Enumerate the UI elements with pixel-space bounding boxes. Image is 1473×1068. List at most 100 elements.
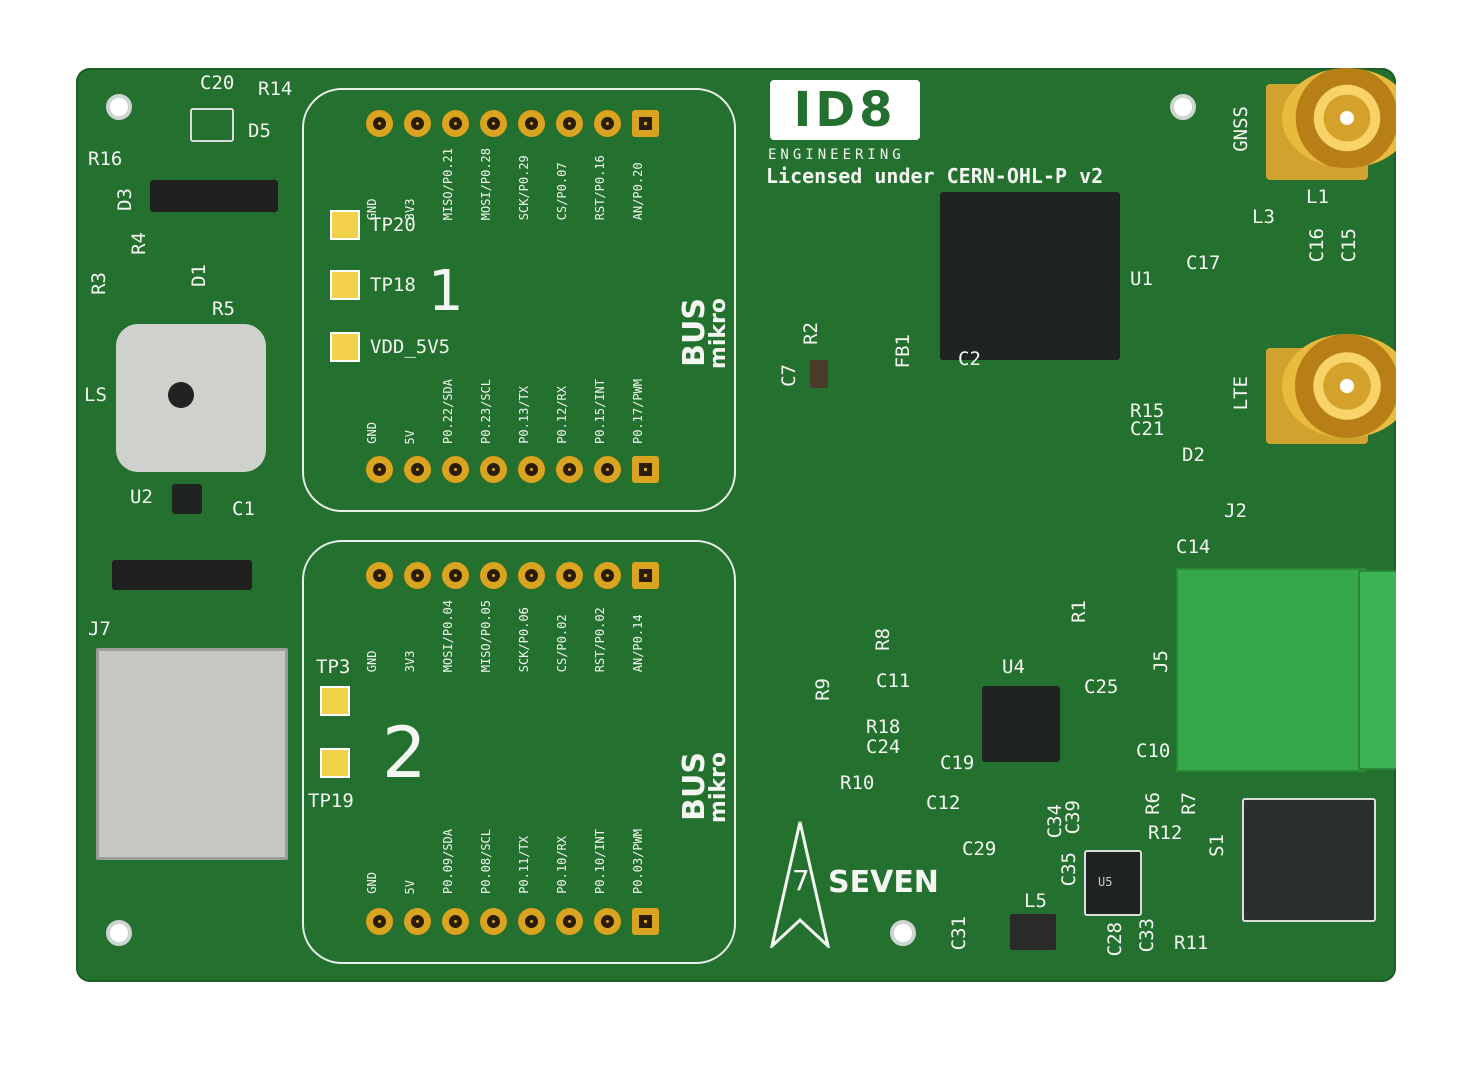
sim-card-holder (96, 648, 288, 860)
pin-label: GND (365, 198, 379, 221)
pcb-board: ID8 ENGINEERING Licensed under CERN-OHL-… (76, 68, 1396, 982)
slot1-number: 1 (428, 259, 464, 324)
pin-label: MOSI/P0.28 (479, 148, 493, 221)
c28-label: C28 (1104, 922, 1126, 957)
c35-label: C35 (1058, 852, 1080, 887)
pin (594, 110, 621, 137)
pin-label: AN/P0.14 (631, 614, 645, 673)
u5-label: U5 (1098, 875, 1113, 889)
pin-label: 3V3 (403, 198, 417, 221)
pin-label: AN/P0.20 (631, 162, 645, 221)
pin-label: 5V (403, 429, 417, 444)
pin (518, 110, 545, 137)
pin-label: RST/P0.02 (593, 607, 607, 673)
pin-label: P0.11/TX (517, 836, 531, 894)
j5-label: J5 (1150, 650, 1172, 673)
pin (594, 562, 621, 589)
gnss-sma-connector (1282, 68, 1396, 168)
pin (556, 456, 583, 483)
pin (594, 456, 621, 483)
c7-capacitor (810, 360, 828, 388)
license-text: Licensed under CERN-OHL-P v2 (766, 164, 1104, 188)
r18-label: R18 (866, 716, 901, 738)
testpad-vdd-5v5 (330, 332, 360, 362)
slot2-number: 2 (382, 712, 427, 794)
mikrobus-logo-bus: BUS (677, 298, 712, 367)
pin-label: CS/P0.07 (555, 162, 569, 221)
mikrobus-slot-1-outline (302, 88, 736, 512)
c19-label: C19 (940, 752, 975, 774)
d3-header (150, 180, 278, 212)
pin-label: P0.17/PWM (631, 378, 645, 444)
id8-logo: ID8 (770, 80, 920, 140)
buzzer-hole (168, 382, 194, 408)
l1-label: L1 (1306, 186, 1329, 208)
pin (518, 562, 545, 589)
pin-label: P0.10/INT (593, 828, 607, 894)
c1-label: C1 (232, 498, 255, 520)
pin (594, 908, 621, 935)
pin-label: P0.15/INT (593, 378, 607, 444)
tp19-label: TP19 (308, 790, 354, 812)
pin (480, 110, 507, 137)
mounting-hole-bottom-left (106, 920, 132, 946)
d5-led (190, 108, 234, 142)
j5-terminal-side (1358, 570, 1396, 770)
pin-label: MISO/P0.05 (479, 600, 493, 673)
pin-label: MOSI/P0.04 (441, 600, 455, 673)
pin (404, 110, 431, 137)
slot2-bottom-header (366, 908, 659, 935)
pin (366, 908, 393, 935)
d5-label: D5 (248, 120, 271, 142)
pin (518, 908, 545, 935)
j5-terminal-block (1176, 568, 1366, 772)
id8-logo-text: ID8 (793, 82, 897, 138)
r10-label: R10 (840, 772, 875, 794)
c7-label: C7 (778, 364, 800, 387)
lte-sma-connector (1282, 334, 1396, 438)
d2-label: D2 (1182, 444, 1205, 466)
pin-label: GND (365, 422, 379, 444)
tp3-label: TP3 (316, 656, 351, 678)
pin-1 (632, 110, 659, 137)
pin-1 (632, 908, 659, 935)
pin-1 (632, 562, 659, 589)
j7-label: J7 (88, 618, 111, 640)
id8-tagline: ENGINEERING (768, 147, 905, 163)
r8-label: R8 (872, 628, 894, 651)
c10-label: C10 (1136, 740, 1171, 762)
slot2-top-labels: GND 3V3 MOSI/P0.04 MISO/P0.05 SCK/P0.06 … (365, 600, 659, 673)
pin (366, 110, 393, 137)
pin (404, 456, 431, 483)
pin-label: CS/P0.02 (555, 614, 569, 673)
c16-label: C16 (1306, 228, 1328, 263)
c14-label: C14 (1176, 536, 1211, 558)
gnss-label: GNSS (1230, 106, 1252, 152)
c33-label: C33 (1136, 918, 1158, 953)
pin (366, 456, 393, 483)
r7-label: R7 (1178, 792, 1200, 815)
pin-label: GND (365, 872, 379, 894)
pin-label: P0.12/RX (555, 386, 569, 444)
r16-label: R16 (88, 148, 123, 170)
svg-text:7: 7 (792, 864, 810, 897)
pin (480, 908, 507, 935)
testpad-tp3 (320, 686, 350, 716)
pin-label: RST/P0.16 (593, 155, 607, 221)
c39-label: C39 (1062, 800, 1084, 835)
c11-label: C11 (876, 670, 911, 692)
pin (556, 908, 583, 935)
ls-label: LS (84, 384, 107, 406)
testpad-tp19 (320, 748, 350, 778)
testpad-tp20 (330, 210, 360, 240)
fb1-label: FB1 (892, 334, 914, 369)
r4-label: R4 (128, 232, 150, 255)
r3-label: R3 (88, 272, 110, 295)
pin (366, 562, 393, 589)
power-header (112, 560, 252, 590)
mounting-hole-bottom-mid (890, 920, 916, 946)
c17-label: C17 (1186, 252, 1221, 274)
slot1-top-header (366, 110, 659, 137)
pin (442, 110, 469, 137)
pin (442, 456, 469, 483)
